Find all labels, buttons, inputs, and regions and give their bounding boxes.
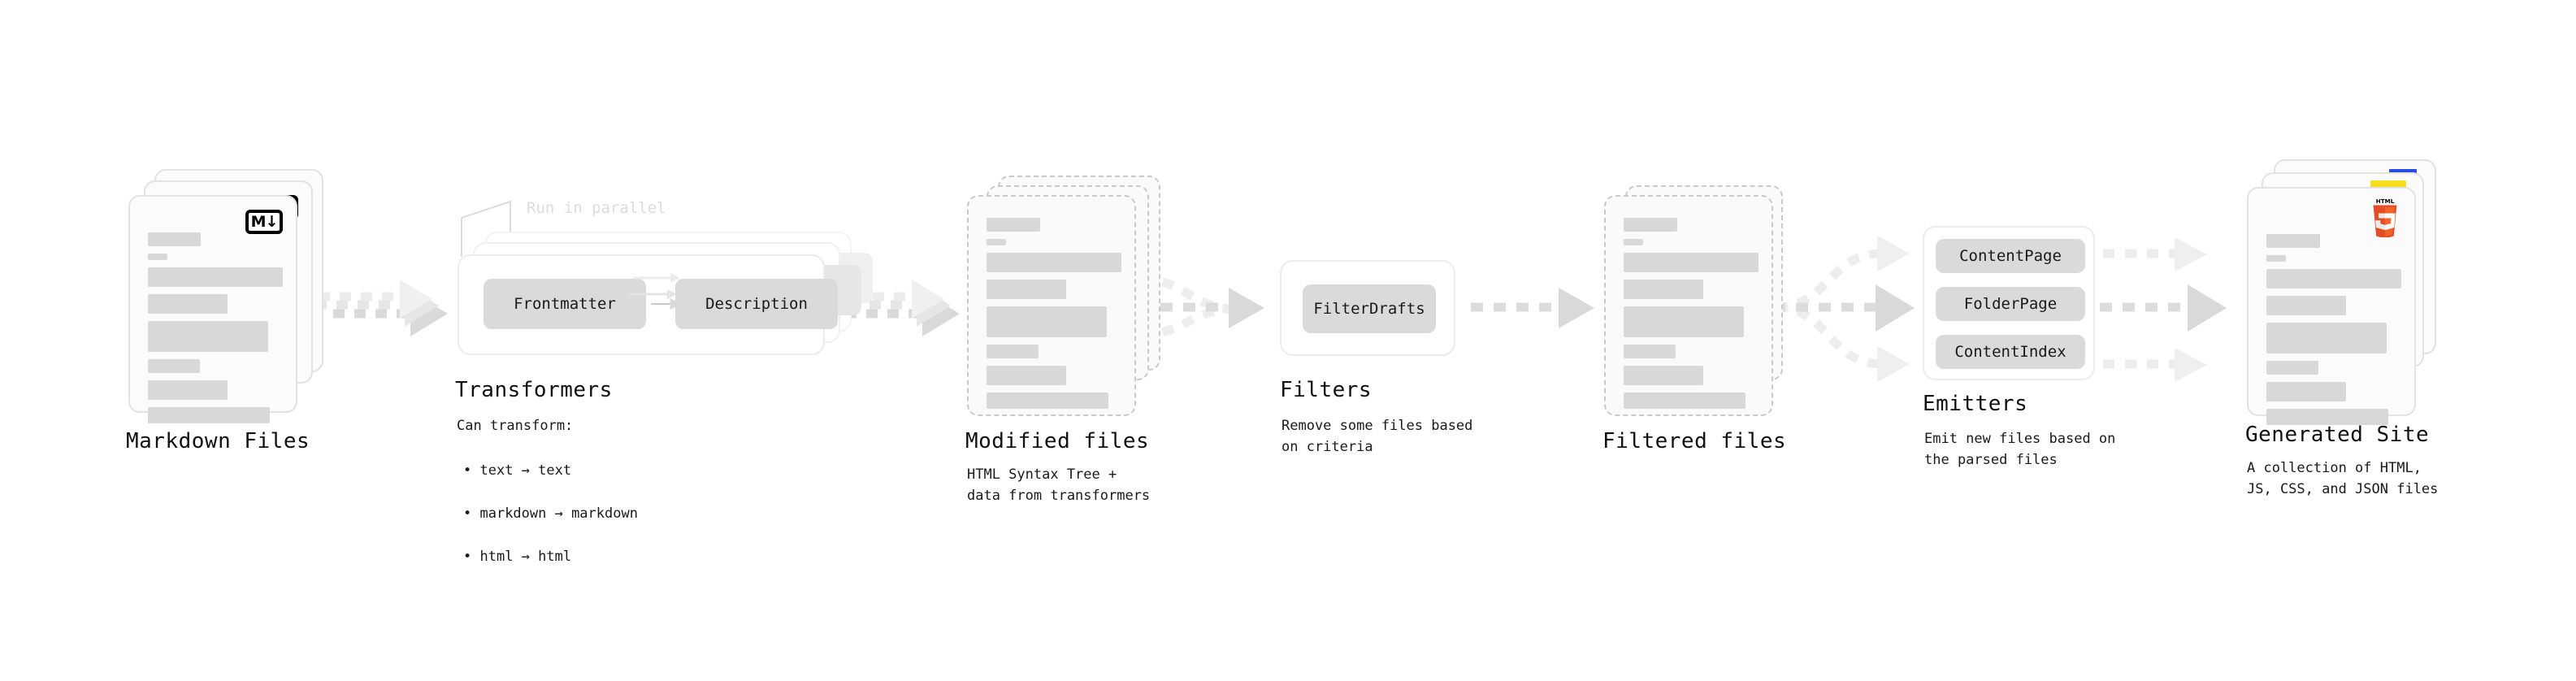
- filters-title: Filters: [1280, 378, 1373, 402]
- skeleton-bar: [148, 359, 200, 373]
- skeleton-bar: [148, 267, 283, 287]
- skeleton-bar: [987, 366, 1066, 385]
- skeleton-bar: [148, 321, 268, 352]
- transformer-ghost-arrows: [630, 273, 680, 299]
- skeleton-bar: [987, 306, 1107, 337]
- arrow-filtered-to-emitters: [1773, 236, 1915, 382]
- skeleton-bar: [1624, 345, 1676, 358]
- skeleton-bar: [987, 280, 1066, 299]
- skeleton-bar: [1624, 218, 1677, 232]
- markdown-card-front[interactable]: M↓: [128, 195, 297, 423]
- filters-subtitle: Remove some files based on criteria: [1281, 418, 1473, 455]
- skeleton-bar: [987, 239, 1006, 245]
- skeleton-bar: [1624, 253, 1759, 272]
- skeleton-bar: [1624, 306, 1744, 337]
- transformer-inner-arrows: [651, 298, 682, 310]
- arrow-emitters-to-generated: [2100, 237, 2227, 382]
- skeleton-bar: [2266, 409, 2388, 425]
- modified-card-front[interactable]: [967, 195, 1136, 416]
- skeleton-bar: [1624, 280, 1703, 299]
- html5-badge-icon: HTML: [2369, 197, 2401, 239]
- skeleton-bar: [2266, 234, 2320, 248]
- skeleton-bar: [2266, 255, 2286, 262]
- transformers-subtitle: Can transform:: [457, 418, 574, 434]
- arrow-filters-to-filtered: [1471, 288, 1594, 328]
- filtered-files-title: Filtered files: [1602, 429, 1787, 453]
- skeleton-bar: [148, 407, 270, 423]
- transformer-group-front[interactable]: Frontmatter Description: [458, 254, 838, 355]
- filters-group[interactable]: FilterDrafts: [1280, 260, 1455, 356]
- skeleton-bar: [2266, 323, 2387, 354]
- emitter-pill-contentpage-label: ContentPage: [1959, 247, 2062, 265]
- emitters-subtitle: Emit new files based on the parsed files: [1924, 431, 2116, 468]
- filter-pill-filterdrafts[interactable]: FilterDrafts: [1303, 284, 1436, 333]
- emitter-pill-contentpage[interactable]: ContentPage: [1936, 239, 2085, 273]
- skeleton-bar: [148, 254, 167, 260]
- skeleton-bar: [1624, 366, 1703, 385]
- generated-site-title: Generated Site: [2245, 423, 2430, 447]
- skeleton-bar: [148, 232, 201, 246]
- skeleton-bars: [987, 218, 1121, 416]
- skeleton-bar: [2266, 296, 2346, 315]
- skeleton-bar: [987, 218, 1040, 232]
- skeleton-bars: [148, 232, 283, 431]
- skeleton-bar: [1624, 239, 1643, 245]
- skeleton-bar: [148, 380, 228, 400]
- emitter-pill-contentindex-label: ContentIndex: [1954, 343, 2066, 361]
- emitter-pill-contentindex[interactable]: ContentIndex: [1936, 335, 2085, 369]
- modified-files-title: Modified files: [965, 429, 1150, 453]
- skeleton-bar: [2266, 361, 2318, 375]
- filter-pill-filterdrafts-label: FilterDrafts: [1313, 300, 1425, 318]
- skeleton-bar: [987, 393, 1108, 409]
- emitters-title: Emitters: [1923, 392, 2028, 416]
- markdown-icon: M↓: [245, 210, 283, 234]
- transformer-pill-frontmatter[interactable]: Frontmatter: [484, 279, 646, 329]
- skeleton-bar: [2266, 382, 2346, 401]
- run-in-parallel-label: Run in parallel: [527, 199, 666, 217]
- transformers-bullet-item: • text → text: [463, 462, 572, 479]
- modified-files-subtitle: HTML Syntax Tree + data from transformer…: [967, 466, 1151, 504]
- generated-card-front[interactable]: HTML: [2247, 187, 2416, 425]
- generated-site-subtitle: A collection of HTML, JS, CSS, and JSON …: [2247, 460, 2439, 497]
- skeleton-bar: [987, 345, 1039, 358]
- transformers-bullet-item: • html → html: [463, 548, 572, 565]
- skeleton-bars: [2266, 234, 2401, 432]
- transformers-bullets: • text → text • markdown → markdown • ht…: [463, 439, 638, 588]
- transformer-pill-description-label: Description: [705, 295, 808, 313]
- svg-text:HTML: HTML: [2376, 198, 2395, 205]
- emitter-pill-folderpage[interactable]: FolderPage: [1936, 287, 2085, 321]
- transformers-title: Transformers: [455, 378, 613, 402]
- transformer-pill-frontmatter-label: Frontmatter: [514, 295, 616, 313]
- emitter-pill-folderpage-label: FolderPage: [1963, 295, 2058, 313]
- transformer-pill-description[interactable]: Description: [675, 279, 838, 329]
- emitters-group[interactable]: ContentPage FolderPage ContentIndex: [1923, 226, 2095, 380]
- skeleton-bar: [2266, 269, 2401, 288]
- skeleton-bars: [1624, 218, 1759, 416]
- arrow-markdown-to-transformers: [312, 280, 448, 336]
- filtered-card-front[interactable]: [1604, 195, 1773, 416]
- markdown-title: Markdown Files: [126, 429, 310, 453]
- skeleton-bar: [1624, 393, 1746, 409]
- skeleton-bar: [987, 253, 1121, 272]
- transformers-bullet-item: • markdown → markdown: [463, 505, 638, 523]
- skeleton-bar: [148, 294, 228, 314]
